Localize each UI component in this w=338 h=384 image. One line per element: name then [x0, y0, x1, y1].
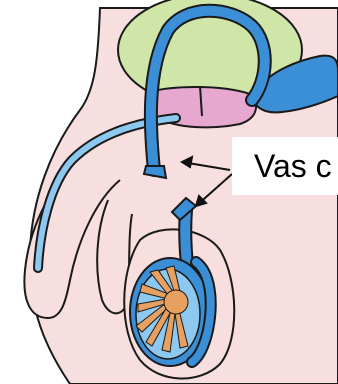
- callout-label: Vas c: [232, 137, 338, 195]
